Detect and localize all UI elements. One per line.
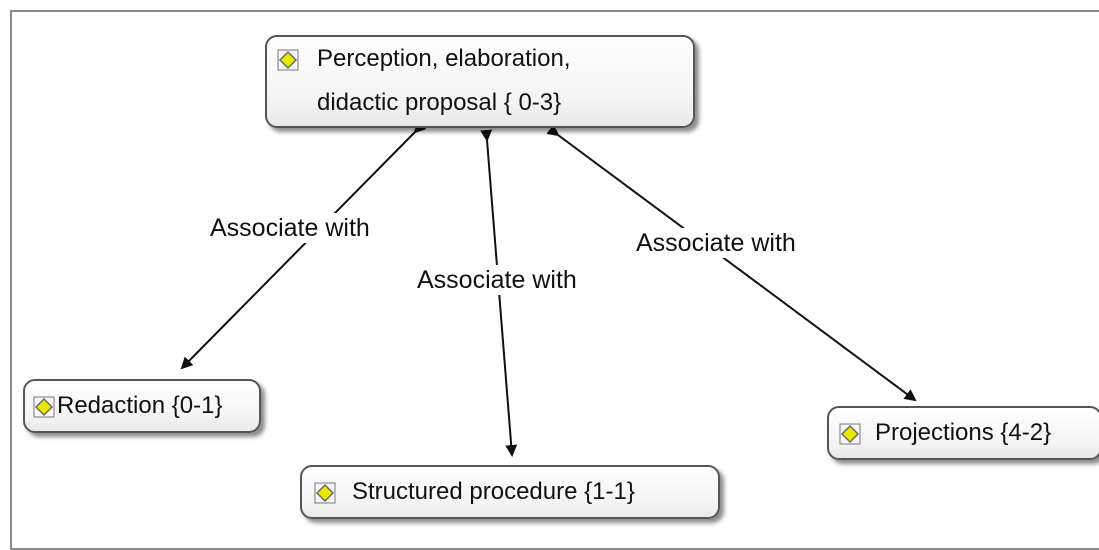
- concept-node-projections[interactable]: Projections {4-2}: [827, 406, 1099, 460]
- concept-node-redaction[interactable]: Redaction {0-1}: [23, 379, 261, 433]
- link-label-structured[interactable]: Associate with: [415, 265, 579, 295]
- link-label-redaction[interactable]: Associate with: [208, 213, 372, 243]
- link-structured[interactable]: [480, 129, 518, 457]
- concept-icon: [314, 482, 336, 504]
- concept-label-line1: Perception, elaboration,: [317, 45, 571, 72]
- link-redaction[interactable]: [180, 120, 427, 370]
- concept-icon: [33, 396, 55, 418]
- concept-label: Redaction {0-1}: [57, 392, 223, 419]
- concept-label-line2: didactic proposal { 0-3}: [317, 89, 562, 116]
- concept-node-perception[interactable]: Perception, elaboration, didactic propos…: [265, 35, 695, 128]
- link-label-projections[interactable]: Associate with: [634, 228, 798, 258]
- concept-icon: [277, 49, 299, 71]
- concept-node-structured-procedure[interactable]: Structured procedure {1-1}: [300, 465, 720, 519]
- link-projections[interactable]: [546, 124, 917, 402]
- concept-label: Projections {4-2}: [875, 419, 1052, 446]
- concept-icon: [839, 423, 861, 445]
- link-layer: [180, 120, 917, 457]
- concept-label: Structured procedure {1-1}: [352, 478, 635, 505]
